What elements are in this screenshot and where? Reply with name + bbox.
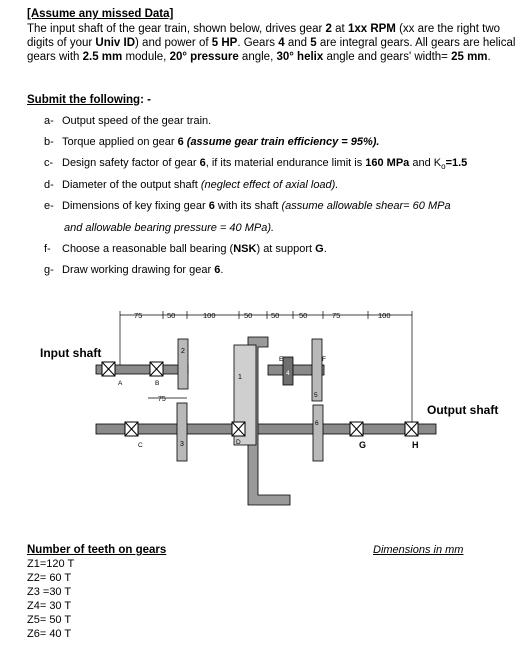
bearing-d xyxy=(231,421,246,437)
intermediate-shaft xyxy=(267,364,325,376)
task-g: g-Draw working drawing for gear 6. xyxy=(44,264,224,276)
dimensions-note: Dimensions in mm xyxy=(373,544,464,556)
gear-label: 3 xyxy=(180,441,184,448)
dim-label: 50 xyxy=(244,311,252,320)
gear-label: 4 xyxy=(286,370,290,377)
support-label: H xyxy=(412,440,419,450)
top-dimension-labels: 75 50 100 50 50 50 75 100 xyxy=(134,311,391,320)
bearing-h xyxy=(404,421,419,437)
gear-3 xyxy=(176,402,188,462)
bearing-b xyxy=(149,361,164,377)
gear-5 xyxy=(311,338,323,402)
teeth-item: Z2= 60 T xyxy=(27,572,72,584)
dim-label: 50 xyxy=(167,311,175,320)
task-d: d-Diameter of the output shaft (neglect … xyxy=(44,179,339,191)
teeth-item: Z1=120 T xyxy=(27,558,75,570)
dim-label: 75 xyxy=(158,396,166,403)
dim-label: 75 xyxy=(134,311,142,320)
dim-label: 100 xyxy=(203,311,216,320)
task-a: a-Output speed of the gear train. xyxy=(44,115,212,127)
gear-1 xyxy=(233,344,257,446)
teeth-item: Z4= 30 T xyxy=(27,600,72,612)
teeth-title: Number of teeth on gears xyxy=(27,544,167,556)
bearing-a xyxy=(101,361,116,377)
bearing-c xyxy=(124,421,139,437)
gear-6 xyxy=(312,404,324,462)
output-shaft xyxy=(95,423,437,435)
output-shaft-label: Output shaft xyxy=(427,403,498,417)
marker-f: F xyxy=(322,356,326,363)
dim-label: 100 xyxy=(378,311,391,320)
submit-heading: Submit the following: - xyxy=(27,94,151,106)
gear-train-diagram: 75 50 100 50 50 50 75 100 2 A B 75 C 3 1… xyxy=(40,311,498,506)
bearing-g xyxy=(349,421,364,437)
dim-label: 75 xyxy=(332,311,340,320)
task-c: c-Design safety factor of gear 6, if its… xyxy=(44,157,468,172)
gear-label: 1 xyxy=(238,374,242,381)
teeth-item: Z3 =30 T xyxy=(27,586,72,598)
task-b: b-Torque applied on gear 6 (assume gear … xyxy=(44,136,380,148)
input-shaft-label: Input shaft xyxy=(40,346,101,360)
dim-label: 50 xyxy=(271,311,279,320)
support-label: B xyxy=(155,380,159,387)
task-e: e-Dimensions of key fixing gear 6 with i… xyxy=(44,200,451,212)
teeth-item: Z6= 40 T xyxy=(27,628,72,640)
problem-intro: The input shaft of the gear train, shown… xyxy=(27,23,516,63)
gear-label: 5 xyxy=(314,392,318,399)
teeth-item: Z5= 50 T xyxy=(27,614,72,626)
marker-e: E xyxy=(279,356,284,363)
support-label: D xyxy=(236,439,241,446)
dimension-ticks xyxy=(119,311,413,425)
support-label: C xyxy=(138,442,143,449)
task-e-continuation: and allowable bearing pressure = 40 MPa)… xyxy=(64,222,275,234)
gear-label: 6 xyxy=(315,420,319,427)
support-label: G xyxy=(359,440,366,450)
support-label: A xyxy=(118,380,123,387)
gear-4 xyxy=(282,356,294,386)
header-title: [Assume any missed Data] xyxy=(27,8,174,20)
dim-label: 50 xyxy=(299,311,307,320)
task-f: f-Choose a reasonable ball bearing (NSK)… xyxy=(44,243,327,255)
gear-label: 2 xyxy=(181,348,185,355)
gear-2 xyxy=(177,338,189,390)
